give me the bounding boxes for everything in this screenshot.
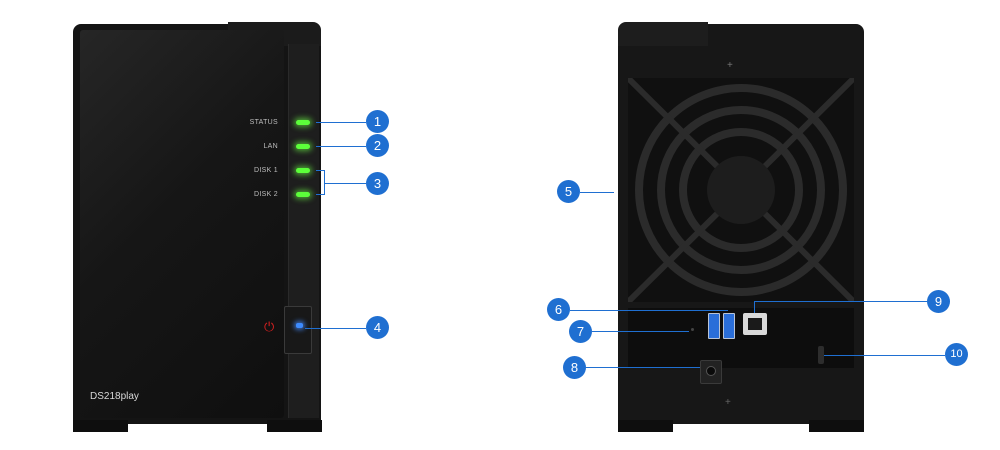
callout-8-badge: 8 — [563, 356, 586, 379]
disk2-led-label: DISK 2 — [254, 191, 278, 198]
callout-9-leader — [754, 301, 927, 302]
callout-5-leader — [580, 192, 614, 193]
rear-io-panel — [628, 308, 854, 368]
front-indicator-strip — [288, 44, 319, 418]
status-led-label: STATUS — [249, 119, 278, 126]
callout-9-drop — [754, 301, 755, 313]
callout-3-bracket — [324, 170, 325, 195]
power-icon: ⏻ — [264, 319, 275, 334]
callout-9-badge: 9 — [927, 290, 950, 313]
usb-port-1[interactable] — [708, 313, 720, 339]
lan-led — [296, 144, 310, 149]
lan-led-label: LAN — [263, 143, 278, 150]
power-led — [296, 323, 303, 328]
disk2-led — [296, 192, 310, 197]
front-panel-cover — [80, 30, 284, 418]
front-right-foot — [267, 420, 322, 432]
callout-3-bracket-top — [316, 170, 324, 171]
power-button[interactable] — [284, 306, 312, 354]
callout-1-leader — [316, 122, 366, 123]
usb-port-2[interactable] — [723, 313, 735, 339]
callout-10-leader — [824, 355, 945, 356]
front-left-foot — [73, 420, 128, 432]
callout-4-leader — [305, 328, 366, 329]
model-label: DS218play — [90, 391, 139, 402]
callout-5-badge: 5 — [557, 180, 580, 203]
callout-10-badge: 10 — [945, 343, 968, 366]
rear-left-foot — [618, 420, 673, 432]
rear-bottom-screw-icon: + — [725, 397, 731, 408]
disk1-led — [296, 168, 310, 173]
callout-6-badge: 6 — [547, 298, 570, 321]
fan-grille-icon — [625, 75, 857, 305]
status-led — [296, 120, 310, 125]
callout-8-leader — [586, 367, 700, 368]
callout-7-leader — [592, 331, 689, 332]
callout-2-badge: 2 — [366, 134, 389, 157]
rear-right-foot — [809, 420, 864, 432]
rear-top-screw-icon: + — [727, 60, 733, 71]
callout-2-leader — [316, 146, 366, 147]
reset-button[interactable] — [691, 328, 694, 331]
disk1-led-label: DISK 1 — [254, 167, 278, 174]
lan-port-socket — [748, 318, 762, 330]
callout-1-badge: 1 — [366, 110, 389, 133]
callout-7-badge: 7 — [569, 320, 592, 343]
callout-4-badge: 4 — [366, 316, 389, 339]
callout-6-leader — [570, 310, 728, 311]
system-fan — [625, 75, 857, 305]
rear-top-edge — [618, 22, 708, 46]
kensington-slot — [818, 346, 824, 364]
callout-3-badge: 3 — [366, 172, 389, 195]
callout-3-leader — [324, 183, 366, 184]
power-port-pin — [706, 366, 716, 376]
callout-3-bracket-bottom — [316, 194, 324, 195]
